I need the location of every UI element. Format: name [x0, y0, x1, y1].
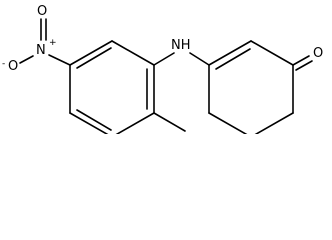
ketone-oxygen-label: O — [313, 46, 323, 61]
nitro-double-oxygen-label: O — [37, 4, 47, 19]
nitro-oxygen-label: O — [8, 59, 18, 74]
bond-nitro-o-n — [19, 55, 34, 64]
bond-enone-2 — [250, 40, 294, 66]
bond-ring-1 — [69, 40, 113, 66]
bond-enone-1 — [208, 40, 252, 66]
bond-ketone-2 — [295, 60, 313, 71]
bond-enone-5 — [208, 112, 248, 134]
bond-methyl — [153, 112, 186, 132]
bond-ring-5-inner — [76, 109, 112, 131]
bond-ring-1-inner — [76, 47, 112, 69]
bond-ring-to-amine — [153, 52, 175, 66]
bond-amine-to-cyclohexenone — [189, 52, 210, 66]
nitro-nitrogen-label: N — [36, 43, 46, 58]
bond-nitro-n-ring — [48, 54, 71, 66]
minus-charge-label: - — [2, 59, 5, 69]
bond-ring-4 — [115, 112, 155, 134]
amine-label: NH — [171, 38, 191, 53]
chemical-structure-diagram: O - N + O NH O — [2, 4, 323, 134]
bond-ring-2 — [111, 40, 155, 66]
bond-ring-5 — [69, 112, 109, 134]
bond-enone-1-inner — [215, 48, 251, 70]
bond-enone-4 — [254, 112, 294, 134]
bond-ketone-1 — [292, 55, 310, 66]
plus-charge-label: + — [49, 38, 57, 48]
